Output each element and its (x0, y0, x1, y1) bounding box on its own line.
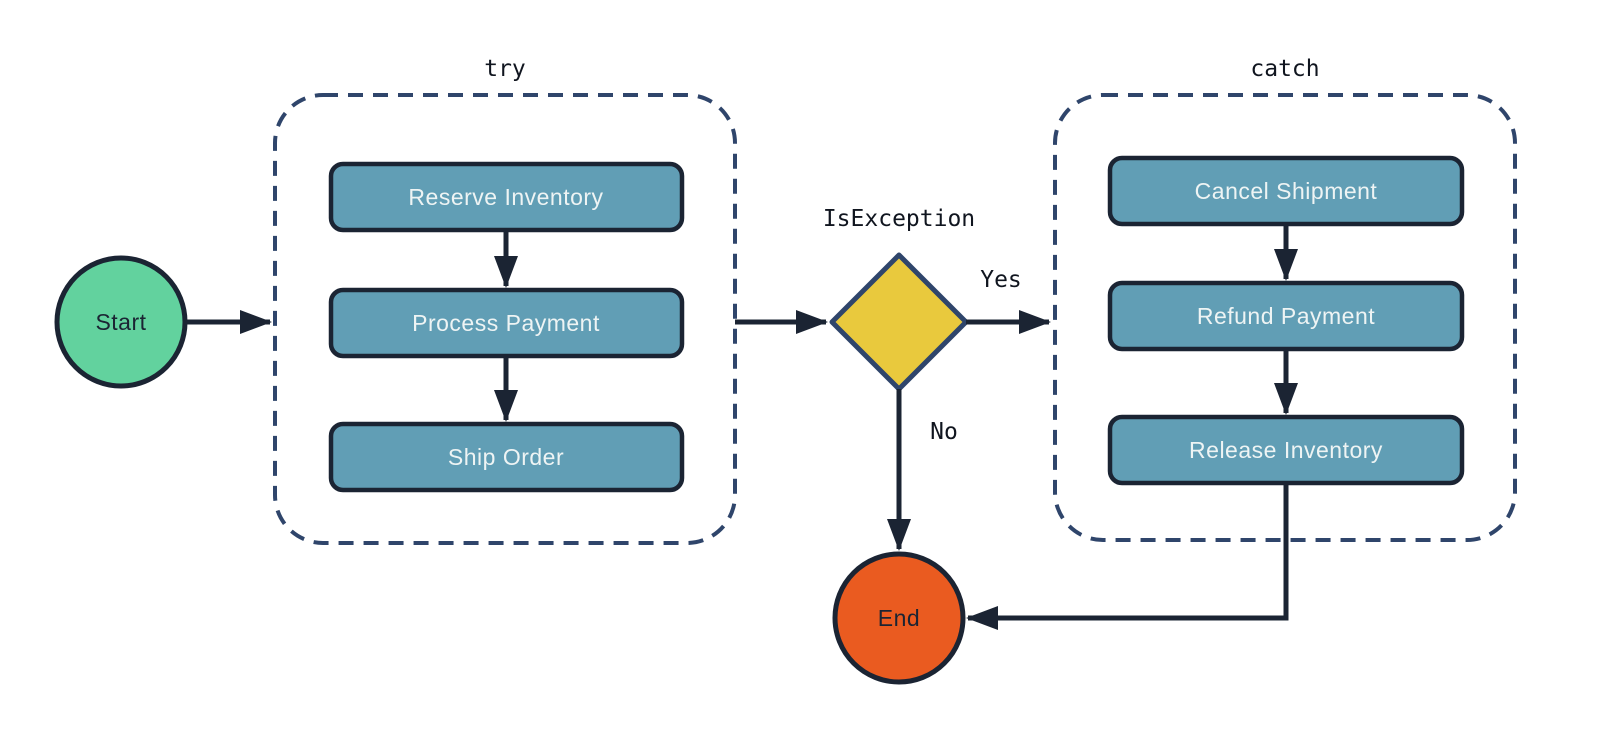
no-edge-label: No (930, 419, 958, 445)
step-cancel-shipment-label: Cancel Shipment (1195, 178, 1378, 204)
catch-container (1053, 93, 1517, 542)
try-container (273, 93, 737, 545)
start-node: Start (54, 255, 188, 389)
start-circle (54, 255, 188, 389)
step-ship-order-label: Ship Order (448, 444, 564, 470)
step-ship-order (328, 421, 685, 493)
step-process-payment-label: Process Payment (412, 310, 600, 336)
step-refund-payment-label: Refund Payment (1197, 303, 1375, 329)
end-label: End (878, 605, 920, 631)
start-label: Start (95, 309, 146, 335)
try-group-label: try (484, 56, 526, 82)
decision-diamond (829, 252, 969, 392)
step-release-inventory-label: Release Inventory (1189, 437, 1383, 463)
catch-group-label: catch (1250, 56, 1319, 82)
catch-group: catch Cancel Shipment Refund Payment Rel… (1053, 56, 1517, 542)
end-circle (832, 551, 966, 685)
step-reserve-inventory-label: Reserve Inventory (408, 184, 603, 210)
end-node: End (832, 551, 966, 685)
decision-node: IsException (823, 206, 975, 392)
edge-release-to-end (966, 483, 1289, 630)
try-group: try Reserve Inventory Process Payment Sh… (273, 56, 737, 545)
decision-label: IsException (823, 206, 975, 232)
yes-edge-label: Yes (980, 267, 1022, 293)
